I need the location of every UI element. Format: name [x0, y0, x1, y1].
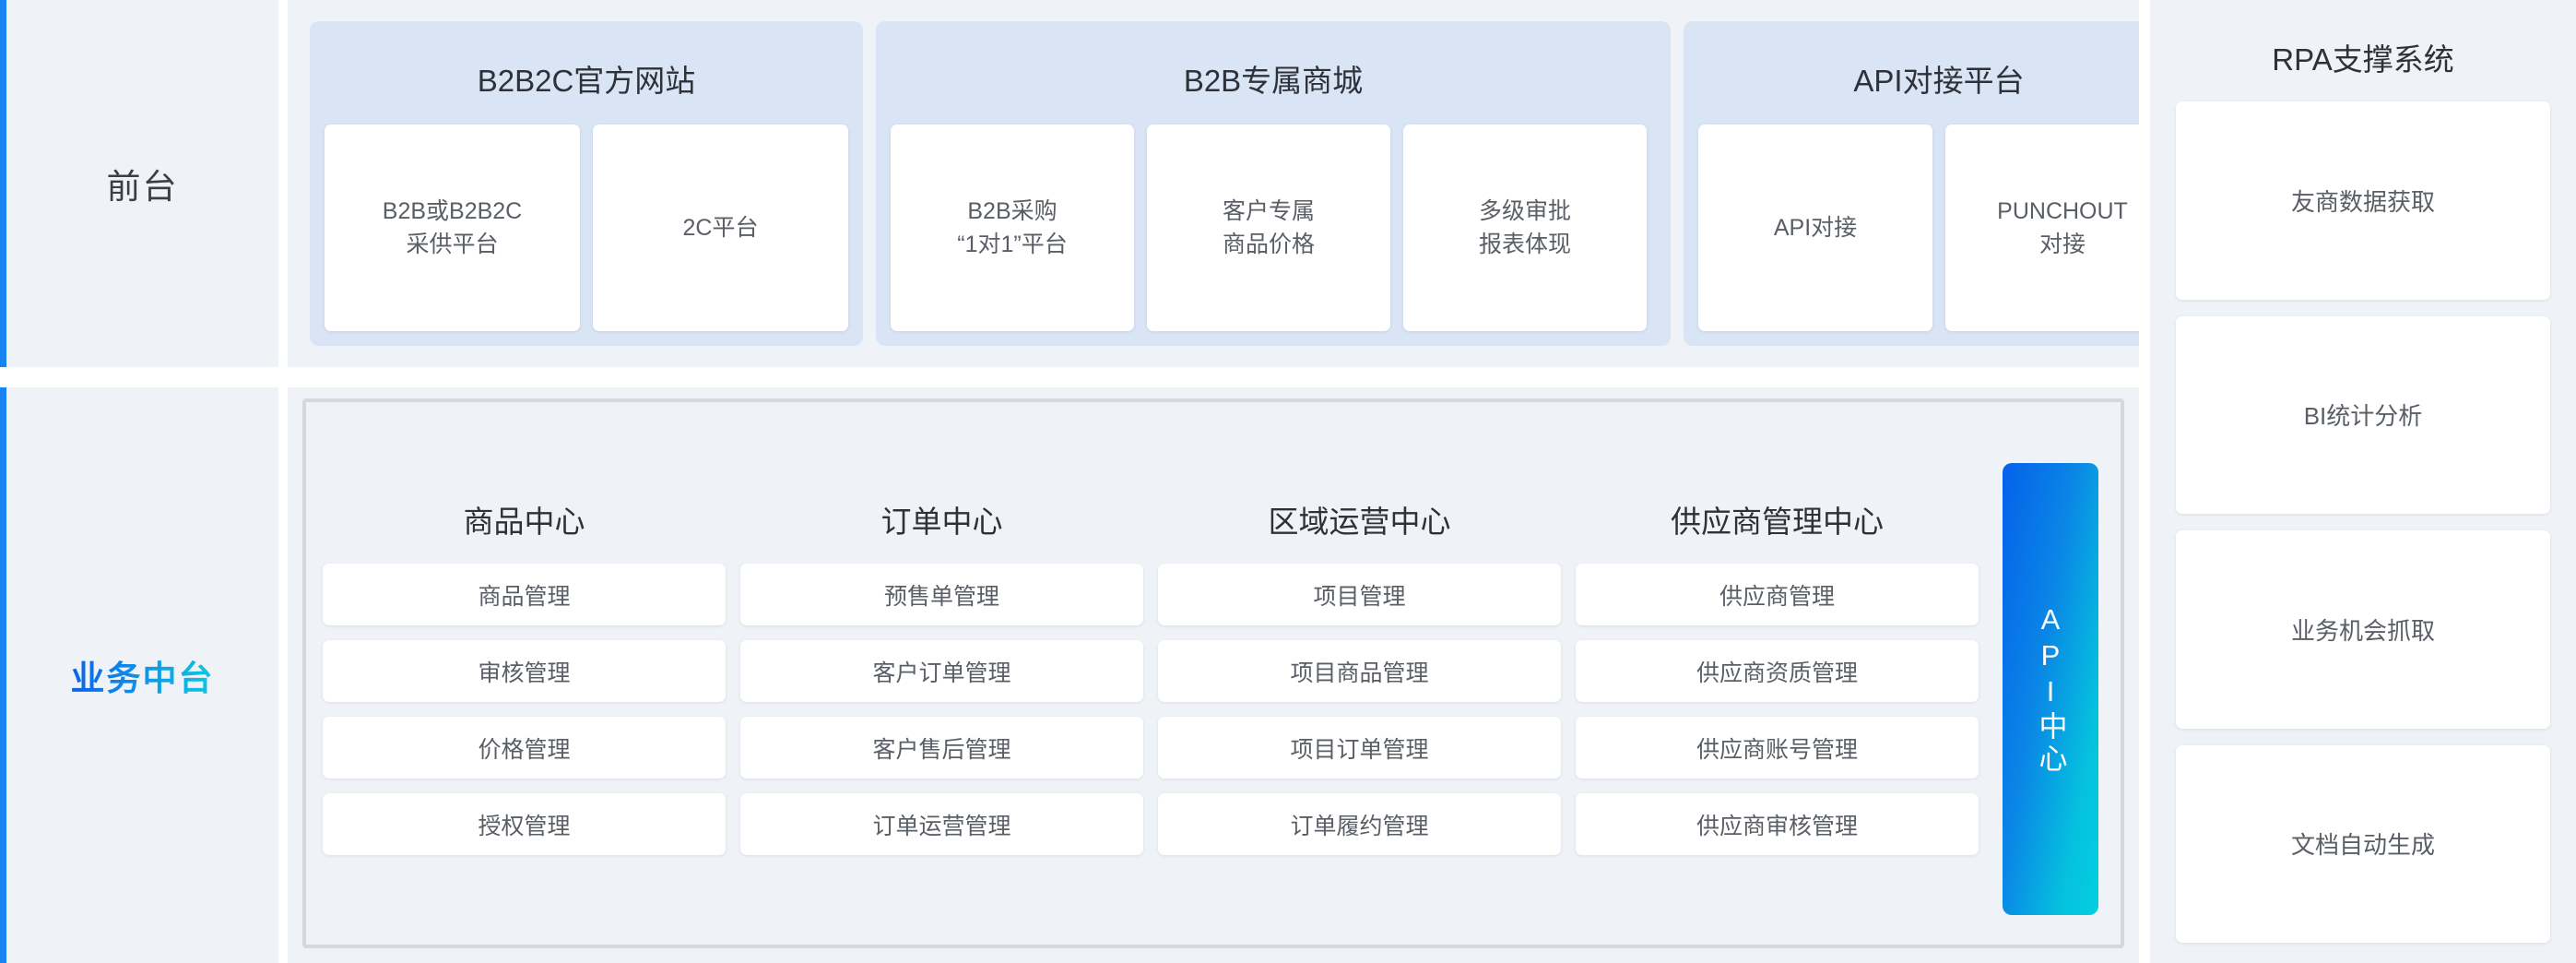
middle-platform-box: 商品中心 商品管理 审核管理 价格管理 授权管理 订单中心 预售单管	[302, 398, 2124, 948]
rpa-column-gap	[2139, 0, 2150, 963]
api-center-block[interactable]: API中心	[2003, 463, 2098, 915]
rpa-support-system-column: RPA支撑系统 友商数据获取 BI统计分析 业务机会抓取 文档自动生成	[2150, 0, 2576, 963]
card-bi-statistical-analysis[interactable]: BI统计分析	[2176, 315, 2550, 514]
row-divider-gap	[0, 367, 2139, 387]
card-competitor-data-acquisition[interactable]: 友商数据获取	[2176, 101, 2550, 300]
row-business-middle-platform: 业务中台 商品中心 商品管理 审核管理 价格管理 授权管理	[0, 387, 2139, 963]
card-order-operation-management[interactable]: 订单运营管理	[740, 793, 1143, 855]
card-business-opportunity-capture[interactable]: 业务机会抓取	[2176, 530, 2550, 729]
column-product-center: 商品中心 商品管理 审核管理 价格管理 授权管理	[323, 484, 726, 855]
api-center-label: API中心	[2034, 602, 2067, 776]
card-2c-platform[interactable]: 2C平台	[593, 125, 848, 331]
card-presale-order-management[interactable]: 预售单管理	[740, 564, 1143, 625]
column-cards-order-center: 预售单管理 客户订单管理 客户售后管理 订单运营管理	[740, 564, 1143, 855]
column-title-product-center: 商品中心	[463, 505, 585, 539]
group-title-api-platform: API对接平台	[1853, 64, 2025, 98]
label-gap-front	[278, 0, 288, 367]
group-title-b2b2c-website: B2B2C官方网站	[477, 64, 696, 98]
column-cards-regional-operation-center: 项目管理 项目商品管理 项目订单管理 订单履约管理	[1158, 564, 1561, 855]
card-api-integration[interactable]: API对接	[1698, 125, 1932, 331]
card-document-auto-generation[interactable]: 文档自动生成	[2176, 744, 2550, 943]
card-project-order-management[interactable]: 项目订单管理	[1158, 717, 1561, 779]
middle-platform-content: 商品中心 商品管理 审核管理 价格管理 授权管理 订单中心 预售单管	[288, 387, 2139, 963]
card-customer-order-management[interactable]: 客户订单管理	[740, 640, 1143, 702]
card-price-management[interactable]: 价格管理	[323, 717, 726, 779]
rpa-cards: 友商数据获取 BI统计分析 业务机会抓取 文档自动生成	[2176, 101, 2550, 943]
group-cards-b2b-mall: B2B采购“1对1”平台 客户专属商品价格 多级审批报表体现	[891, 125, 1656, 331]
rpa-support-system-title: RPA支撑系统	[2272, 42, 2454, 77]
label-gap-mid	[278, 387, 288, 963]
column-title-supplier-management-center: 供应商管理中心	[1671, 505, 1884, 539]
row-label-business-middle-platform: 业务中台	[0, 387, 278, 963]
column-title-order-center: 订单中心	[880, 505, 1003, 539]
card-supplier-management[interactable]: 供应商管理	[1576, 564, 1979, 625]
column-title-regional-operation-center: 区域运营中心	[1268, 505, 1451, 539]
row-label-business-middle-platform-text: 业务中台	[71, 650, 215, 700]
card-supplier-account-management[interactable]: 供应商账号管理	[1576, 717, 1979, 779]
row-label-front-office-text: 前台	[106, 168, 179, 206]
middle-platform-wrap: 商品中心 商品管理 审核管理 价格管理 授权管理 订单中心 预售单管	[288, 387, 2139, 963]
column-regional-operation-center: 区域运营中心 项目管理 项目商品管理 项目订单管理 订单履约管理	[1158, 484, 1561, 855]
column-order-center: 订单中心 预售单管理 客户订单管理 客户售后管理 订单运营管理	[740, 484, 1143, 855]
card-audit-management[interactable]: 审核管理	[323, 640, 726, 702]
column-supplier-management-center: 供应商管理中心 供应商管理 供应商资质管理 供应商账号管理 供应商审核管理	[1576, 484, 1979, 855]
card-customer-exclusive-price[interactable]: 客户专属商品价格	[1147, 125, 1390, 331]
column-cards-supplier-management-center: 供应商管理 供应商资质管理 供应商账号管理 供应商审核管理	[1576, 564, 1979, 855]
card-project-management[interactable]: 项目管理	[1158, 564, 1561, 625]
column-cards-product-center: 商品管理 审核管理 价格管理 授权管理	[323, 564, 726, 855]
card-authorization-management[interactable]: 授权管理	[323, 793, 726, 855]
card-multilevel-approval-report[interactable]: 多级审批报表体现	[1403, 125, 1647, 331]
group-b2b-mall[interactable]: B2B专属商城 B2B采购“1对1”平台 客户专属商品价格 多级审批报表体现	[876, 21, 1671, 346]
card-supplier-qualification-management[interactable]: 供应商资质管理	[1576, 640, 1979, 702]
card-supplier-audit-management[interactable]: 供应商审核管理	[1576, 793, 1979, 855]
card-b2b-one-to-one-platform[interactable]: B2B采购“1对1”平台	[891, 125, 1134, 331]
row-label-front-office: 前台	[0, 0, 278, 367]
card-project-product-management[interactable]: 项目商品管理	[1158, 640, 1561, 702]
group-title-b2b-mall: B2B专属商城	[1183, 64, 1364, 98]
card-customer-aftersales-management[interactable]: 客户售后管理	[740, 717, 1143, 779]
card-order-fulfillment-management[interactable]: 订单履约管理	[1158, 793, 1561, 855]
card-product-management[interactable]: 商品管理	[323, 564, 726, 625]
